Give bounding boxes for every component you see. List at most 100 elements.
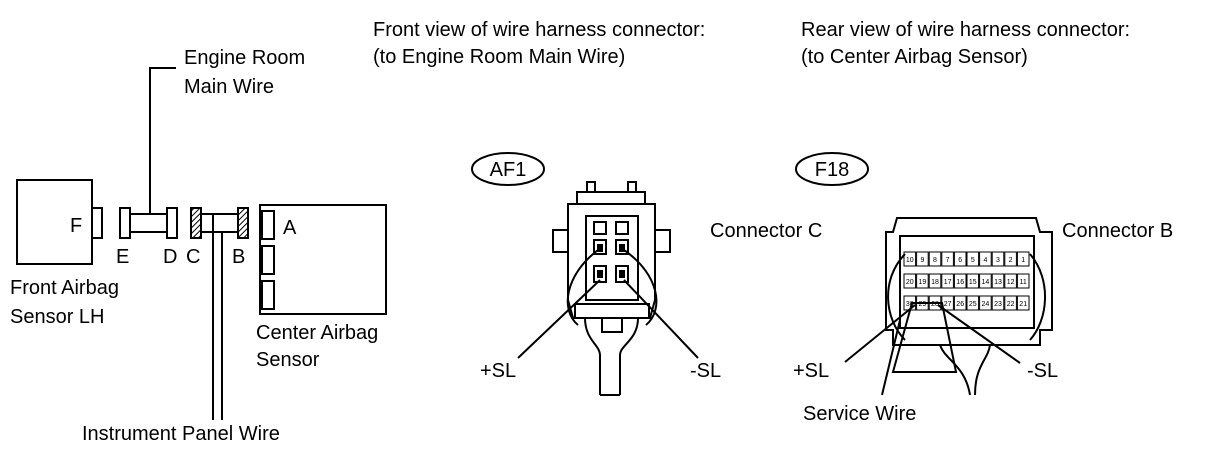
af1-plus-leader bbox=[517, 279, 601, 359]
f18-service-wire-probe bbox=[891, 302, 958, 373]
center-airbag-sensor-box bbox=[259, 204, 387, 315]
f18-terminal-number: 30 bbox=[906, 301, 914, 308]
f18-terminal-cell bbox=[1016, 273, 1030, 289]
engine-room-leader bbox=[149, 67, 176, 214]
f18-wire-curve-left bbox=[887, 253, 906, 341]
center-sensor-label-2: Sensor bbox=[256, 349, 320, 371]
f18-terminal-number: 14 bbox=[982, 279, 990, 286]
letter-e: E bbox=[116, 246, 129, 268]
connector-a bbox=[261, 210, 275, 240]
af1-code-ellipse bbox=[471, 152, 545, 186]
front-view-subtitle: (to Engine Room Main Wire) bbox=[373, 46, 625, 68]
connector-f bbox=[91, 207, 103, 239]
f18-terminal-number: 3 bbox=[996, 257, 1000, 264]
f18-terminal-number: 28 bbox=[931, 301, 939, 308]
front-sensor-label-1: Front Airbag bbox=[10, 277, 119, 299]
af1-probe-curve-left bbox=[566, 249, 599, 326]
f18-terminal-cell bbox=[1004, 295, 1017, 311]
f18-terminal-number: 18 bbox=[931, 279, 939, 286]
f18-terminal-number: 9 bbox=[920, 257, 924, 264]
letter-d: D bbox=[163, 246, 177, 268]
center-sensor-slot-3 bbox=[261, 280, 275, 310]
schematic bbox=[16, 67, 387, 420]
f18-terminal-number: 8 bbox=[933, 257, 937, 264]
f18-terminal-number: 6 bbox=[958, 257, 962, 264]
center-sensor-slot-2 bbox=[261, 245, 275, 275]
letter-a: A bbox=[283, 217, 297, 239]
f18-terminal-cell bbox=[991, 295, 1005, 311]
af1-cavity-1 bbox=[593, 221, 607, 235]
rear-view-subtitle: (to Center Airbag Sensor) bbox=[801, 46, 1028, 68]
f18-code: F18 bbox=[815, 159, 849, 181]
af1-code: AF1 bbox=[490, 159, 527, 181]
f18-terminal-cell bbox=[979, 295, 992, 311]
front-view-title: Front view of wire harness connector: bbox=[373, 19, 705, 41]
connector-e bbox=[119, 207, 131, 239]
af1-probe-curve-right bbox=[623, 249, 658, 326]
letter-b: B bbox=[232, 246, 245, 268]
af1-minus-leader bbox=[623, 279, 699, 359]
af1-latch-bar bbox=[576, 191, 646, 205]
f18-terminal-number: 1 bbox=[1021, 257, 1025, 264]
af1-wire-1 bbox=[584, 317, 601, 395]
connector-d bbox=[166, 207, 178, 239]
f18-code-ellipse bbox=[795, 152, 869, 186]
f18-terminal-number: 10 bbox=[906, 257, 914, 264]
f18-terminal-cell bbox=[966, 273, 980, 289]
instrument-panel-label: Instrument Panel Wire bbox=[82, 423, 280, 445]
f18-terminal-number: 29 bbox=[919, 301, 927, 308]
f18-harness-2 bbox=[974, 344, 991, 396]
center-sensor-label-1: Center Airbag bbox=[256, 322, 378, 344]
f18-plus-leader bbox=[844, 304, 916, 363]
af1-pin-1 bbox=[597, 244, 603, 252]
connector-c-block bbox=[190, 207, 202, 239]
front-sensor-label-2: Sensor LH bbox=[10, 306, 105, 328]
letter-c: C bbox=[186, 246, 200, 268]
af1-wire-2 bbox=[619, 317, 639, 395]
f18-terminal-cell bbox=[903, 251, 917, 267]
af1-plus-label: +SL bbox=[480, 360, 516, 382]
connector-b-block bbox=[237, 207, 249, 239]
f18-terminal-cell bbox=[1016, 295, 1030, 311]
f18-terminal-number: 7 bbox=[946, 257, 950, 264]
f18-terminal-cell bbox=[979, 251, 992, 267]
front-airbag-sensor-box bbox=[16, 179, 93, 265]
f18-terminal-cell bbox=[1004, 251, 1017, 267]
f18-terminal-number: 23 bbox=[994, 301, 1002, 308]
af1-ear-right bbox=[654, 229, 671, 253]
f18-terminal-cell bbox=[966, 251, 980, 267]
f18-terminal-number: 4 bbox=[983, 257, 987, 264]
f18-terminal-number: 24 bbox=[982, 301, 990, 308]
af1-pin-3 bbox=[597, 270, 603, 278]
f18-terminal-number: 26 bbox=[956, 301, 964, 308]
f18-terminal-number: 16 bbox=[956, 279, 964, 286]
f18-terminal-cell bbox=[941, 273, 954, 289]
f18-terminal-number: 5 bbox=[971, 257, 975, 264]
f18-terminal-cell bbox=[953, 295, 967, 311]
af1-bottom-tab bbox=[601, 317, 623, 333]
af1-cavity-2 bbox=[615, 221, 629, 235]
connector-c-drawing: AF1 bbox=[471, 152, 822, 396]
f18-terminal-number: 11 bbox=[1020, 279, 1027, 286]
f18-terminal-number: 17 bbox=[944, 279, 952, 286]
f18-terminal-cell bbox=[991, 251, 1005, 267]
f18-terminal-cell bbox=[941, 251, 954, 267]
f18-terminal-number: 15 bbox=[969, 279, 977, 286]
f18-terminal-cell bbox=[979, 273, 992, 289]
af1-ear-left bbox=[552, 229, 569, 253]
af1-minus-label: -SL bbox=[690, 360, 721, 382]
letter-f: F bbox=[70, 215, 82, 237]
engine-room-label-2: Main Wire bbox=[184, 76, 274, 98]
f18-terminal-cell bbox=[953, 273, 967, 289]
af1-bottom-clip bbox=[574, 303, 650, 319]
f18-plus-label: +SL bbox=[793, 360, 829, 382]
f18-terminal-number: 19 bbox=[919, 279, 927, 286]
f18-minus-label: -SL bbox=[1027, 360, 1058, 382]
f18-terminal-cell bbox=[903, 273, 917, 289]
engine-room-label-1: Engine Room bbox=[184, 47, 305, 69]
f18-terminal-number: 22 bbox=[1007, 301, 1015, 308]
f18-terminal-number: 13 bbox=[994, 279, 1002, 286]
f18-terminal-cell bbox=[991, 273, 1005, 289]
